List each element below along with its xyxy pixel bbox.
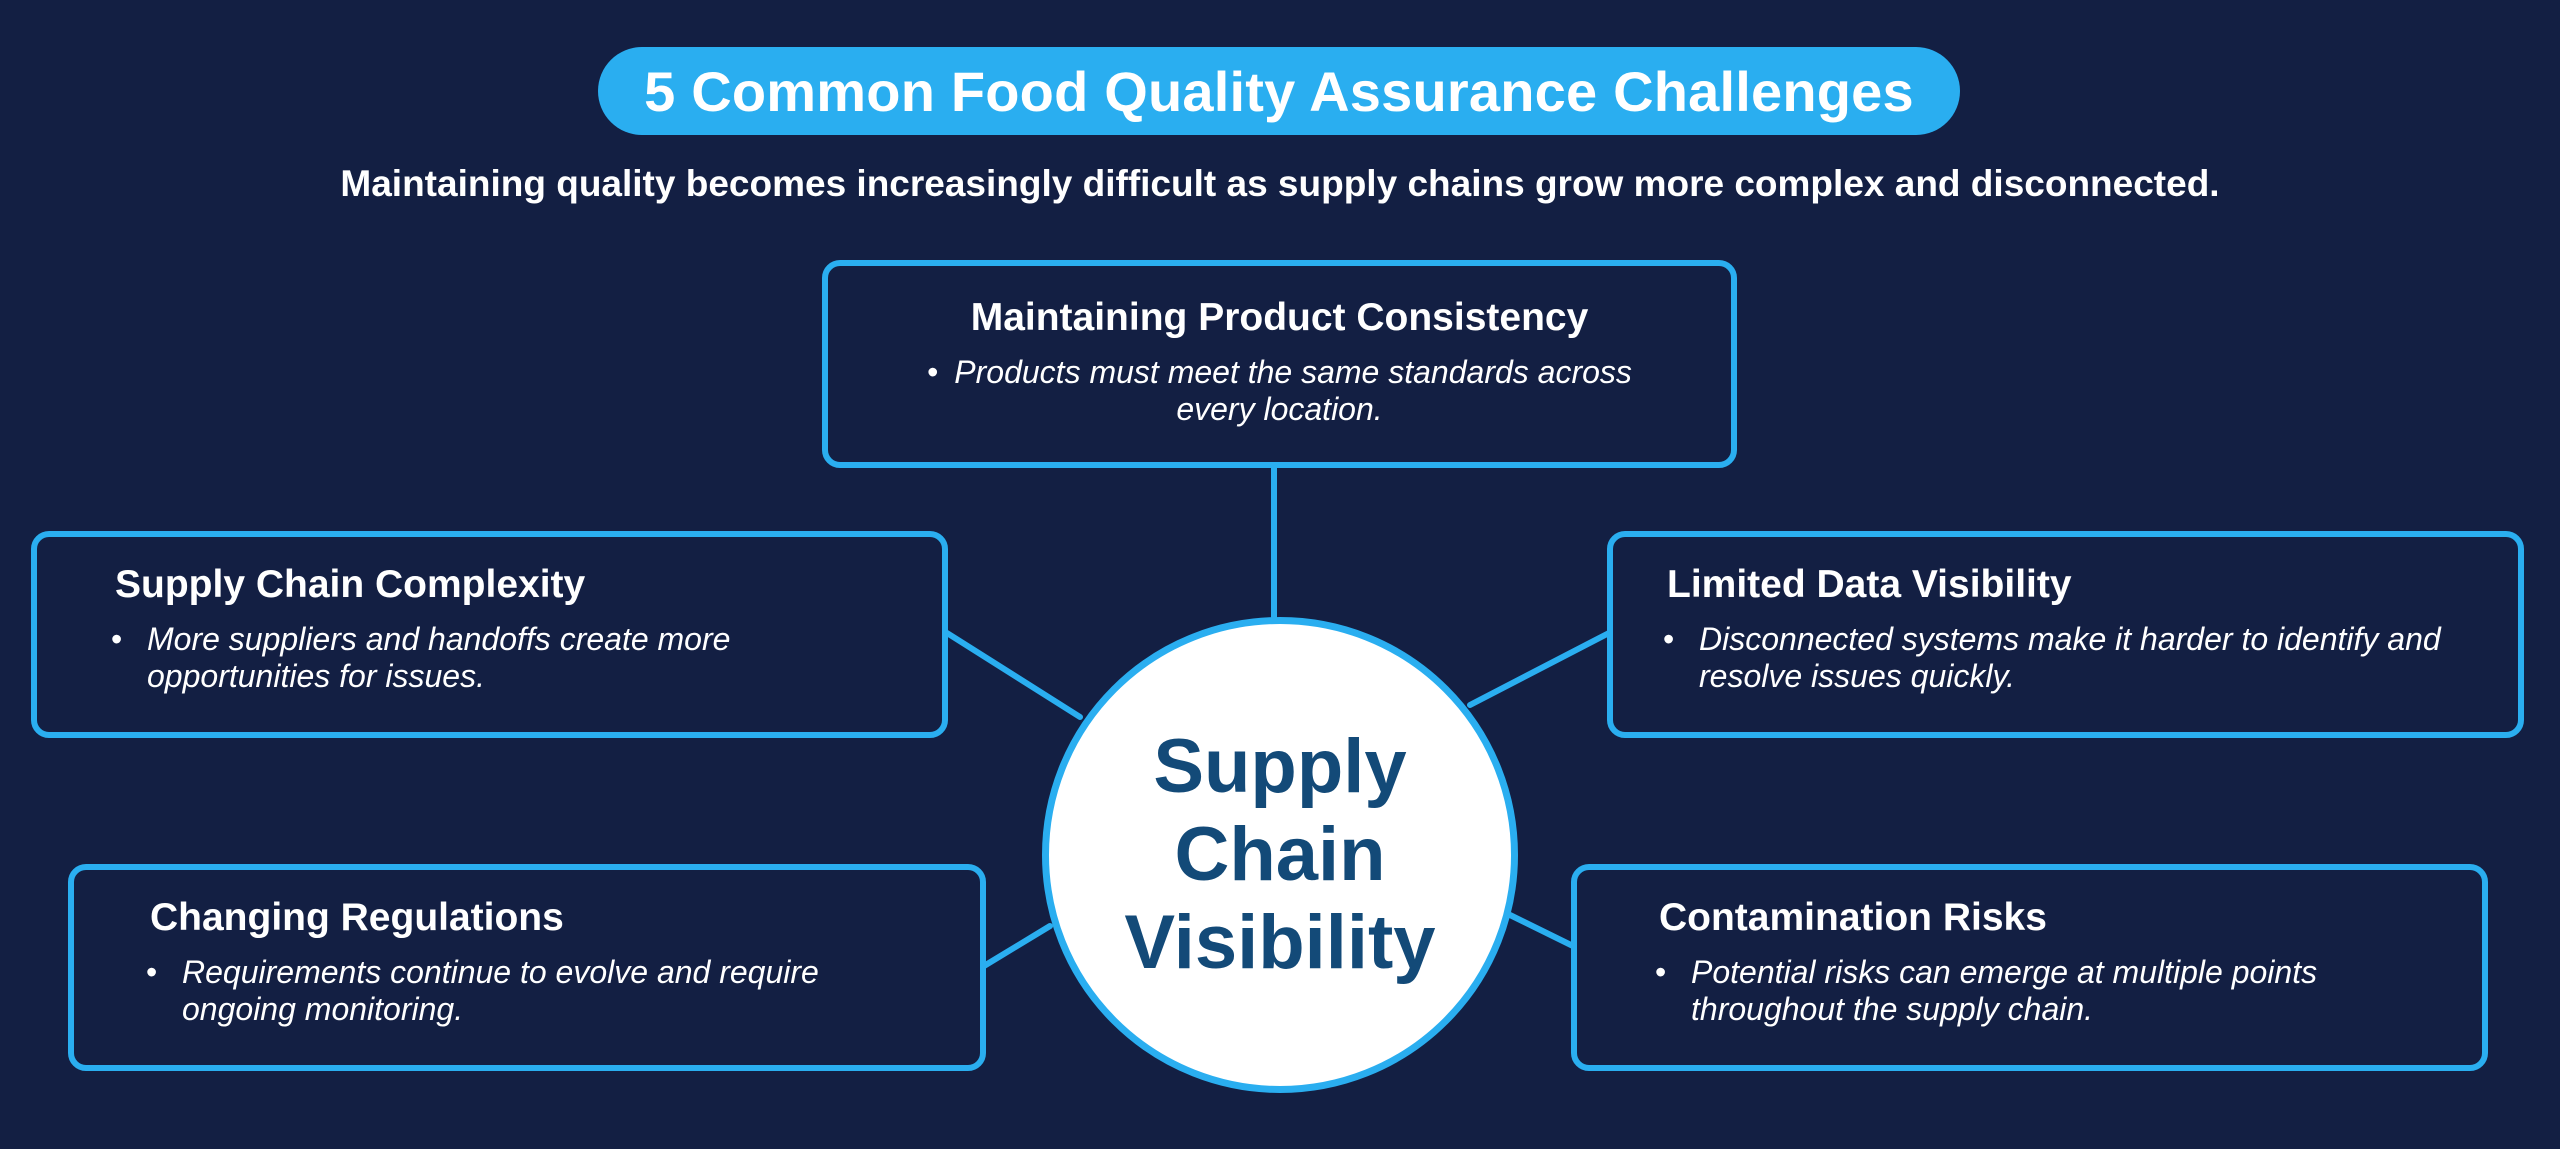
challenge-bullet-list: • Disconnected systems make it harder to … [1645, 621, 2478, 695]
hub-label: Supply Chain Visibility [1124, 724, 1436, 985]
connector-lower-left [981, 923, 1053, 969]
central-hub-circle: Supply Chain Visibility [1042, 617, 1518, 1093]
challenge-bullet-text: Disconnected systems make it harder to i… [1699, 621, 2441, 694]
bullet-glyph: • [146, 954, 158, 990]
challenge-heading: Maintaining Product Consistency [970, 296, 1589, 339]
challenge-bullet-text: More suppliers and handoffs create more … [147, 621, 731, 694]
challenge-bullet: • Potential risks can emerge at multiple … [1637, 954, 2442, 1028]
title-banner: 5 Common Food Quality Assurance Challeng… [598, 47, 1960, 135]
challenge-heading: Changing Regulations [150, 896, 564, 939]
bullet-glyph: • [111, 621, 123, 657]
connector-upper-right [1467, 630, 1612, 708]
bullet-glyph: • [1655, 954, 1667, 990]
challenge-card-supply-chain-complexity: Supply Chain Complexity • More suppliers … [31, 531, 948, 738]
challenge-bullet-list: • Products must meet the same standards a… [828, 354, 1731, 428]
challenge-bullet-text: Potential risks can emerge at multiple p… [1691, 954, 2318, 1027]
challenge-bullet: • More suppliers and handoffs create more… [93, 621, 902, 695]
challenge-bullet: • Products must meet the same standards a… [828, 354, 1731, 428]
challenge-bullet: • Requirements continue to evolve and req… [128, 954, 940, 1028]
challenge-bullet-list: • Requirements continue to evolve and req… [128, 954, 940, 1028]
page-subtitle: Maintaining quality becomes increasingly… [340, 163, 2220, 204]
challenge-bullet-list: • Potential risks can emerge at multiple … [1637, 954, 2442, 1028]
challenge-bullet: • Disconnected systems make it harder to … [1645, 621, 2478, 695]
bullet-glyph: • [927, 354, 939, 390]
challenge-heading: Contamination Risks [1659, 896, 2047, 939]
challenge-heading: Limited Data Visibility [1667, 563, 2072, 606]
challenge-bullet-list: • More suppliers and handoffs create more… [93, 621, 902, 695]
page-title: 5 Common Food Quality Assurance Challeng… [644, 59, 1914, 123]
challenge-card-contamination-risks: Contamination Risks • Potential risks can… [1571, 864, 2488, 1071]
connector-lower-right [1507, 912, 1576, 949]
connector-upper-left [944, 630, 1083, 720]
challenge-card-limited-data-visibility: Limited Data Visibility • Disconnected sy… [1607, 531, 2524, 738]
challenge-bullet-text: Products must meet the same standards ac… [954, 354, 1632, 427]
challenge-card-product-consistency: Maintaining Product Consistency • Product… [822, 260, 1737, 468]
challenge-heading: Supply Chain Complexity [115, 563, 586, 606]
bullet-glyph: • [1663, 621, 1675, 657]
challenge-card-changing-regulations: Changing Regulations • Requirements conti… [68, 864, 986, 1071]
challenge-bullet-text: Requirements continue to evolve and requ… [182, 954, 819, 1027]
